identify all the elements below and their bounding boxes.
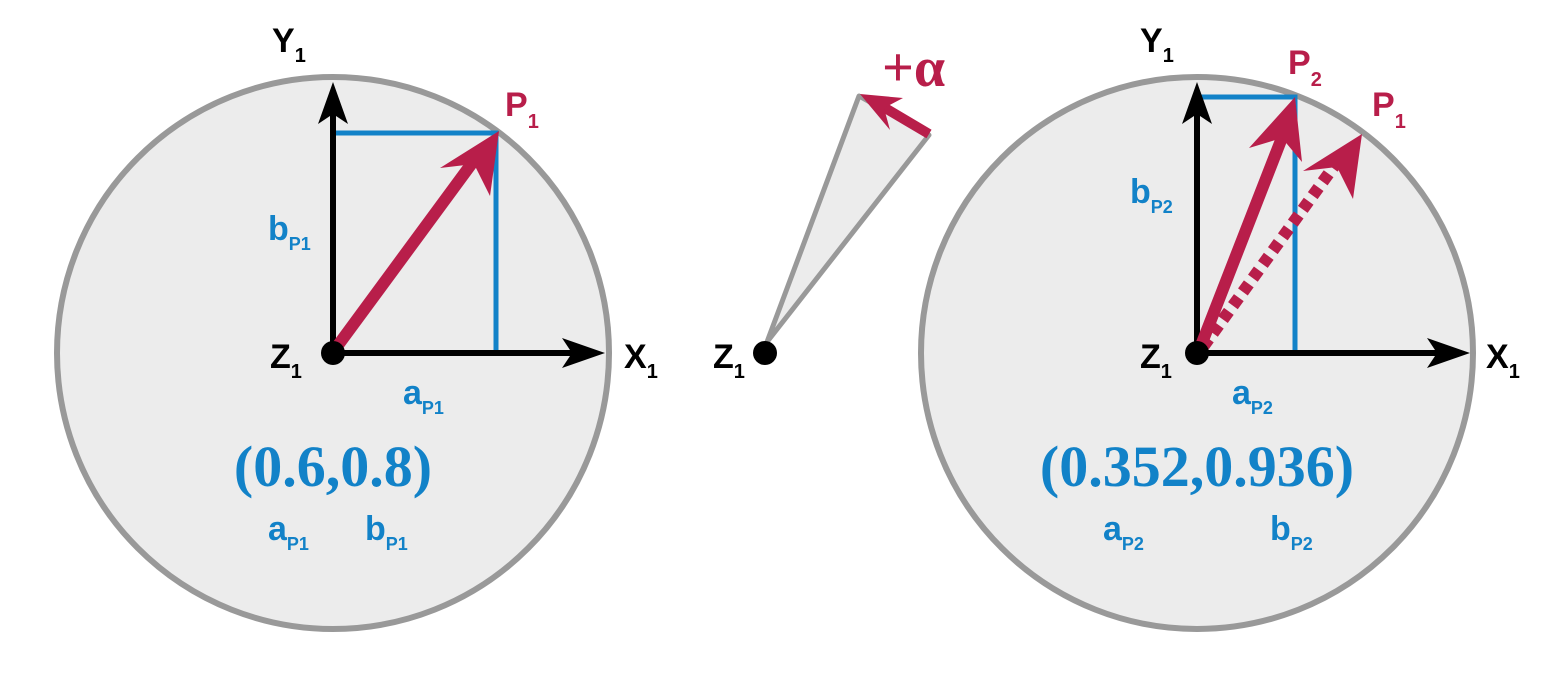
right-point-p1-label: P1 [1372,86,1406,133]
left-vector-p1-arrowhead [440,131,499,196]
right-origin-dot [1185,341,1209,365]
right-a-label: aP2 [1232,374,1273,418]
left-y-axis-label: Y1 [272,22,306,67]
left-a-label: aP1 [403,374,444,418]
left-coordinates: (0.6,0.8) [234,434,432,499]
right-x-axis-label: X1 [1486,338,1520,383]
right-b-label: bP2 [1130,173,1173,217]
left-y-arrowhead [318,82,348,124]
right-new-vector-p2-arrowhead [1249,97,1302,162]
left-coord-a-label: aP1 [268,510,309,554]
middle-panel: Z1 +α [713,37,945,383]
right-y-arrowhead [1182,82,1212,124]
right-panel: Y1 X1 Z1 P2 P1 bP2 aP2 (0.352,0.936) aP2… [918,22,1520,632]
right-coord-a-label: aP2 [1103,510,1144,554]
right-point-p2-label: P2 [1288,44,1322,91]
right-x-arrowhead [1427,338,1470,368]
rotation-angle-label: +α [882,37,945,99]
left-b-label: bP1 [268,210,311,254]
rotation-arrowhead [860,94,903,130]
right-origin-label: Z1 [1140,338,1172,383]
middle-origin-label: Z1 [713,338,745,383]
left-x-axis-label: X1 [624,338,658,383]
rotation-wedge [764,93,932,345]
right-new-vector-p2 [1194,127,1291,351]
left-origin-label: Z1 [270,338,302,383]
right-old-vector-p1 [1198,154,1345,351]
left-point-label: P1 [505,86,539,133]
left-coord-b-label: bP1 [365,510,408,554]
right-old-vector-p1-arrowhead [1303,134,1362,199]
left-origin-dot [321,341,345,365]
left-x-arrowhead [562,338,605,368]
left-panel: Y1 X1 Z1 P1 bP1 aP1 (0.6,0.8) aP1 bP1 [54,22,658,632]
right-coord-b-label: bP2 [1270,510,1313,554]
right-y-axis-label: Y1 [1140,22,1174,67]
middle-origin-dot [753,341,777,365]
left-vector-p1 [331,151,483,352]
rotation-arrow [877,100,932,139]
right-coordinates: (0.352,0.936) [1040,434,1354,499]
